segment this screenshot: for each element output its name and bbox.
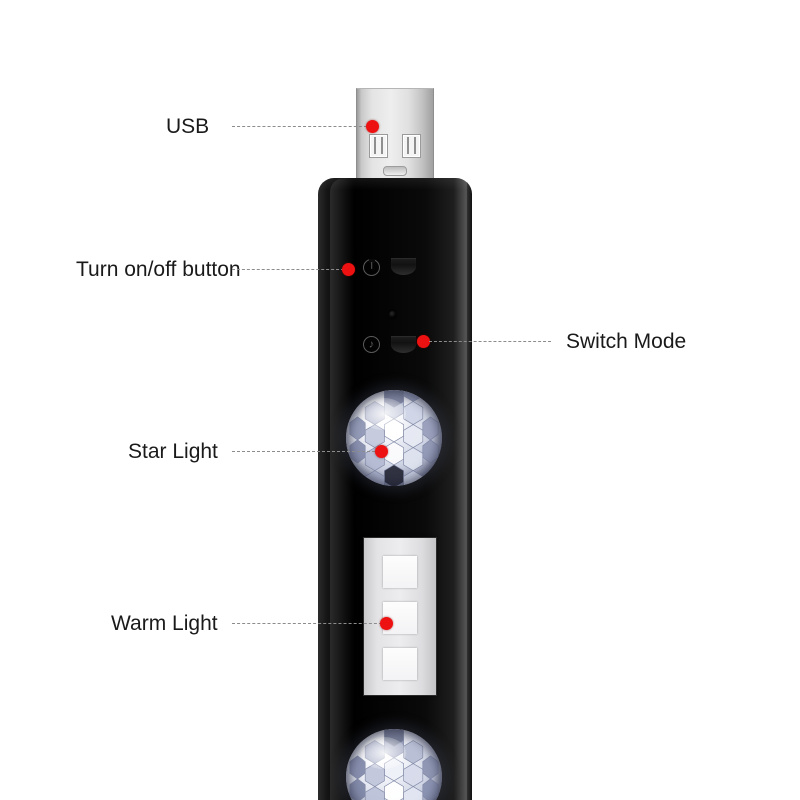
callout-label-power: Turn on/off button <box>76 258 241 281</box>
microphone-hole-icon <box>389 311 396 318</box>
device-body: ♪ <box>318 178 472 800</box>
mode-button[interactable] <box>391 336 416 353</box>
warm-light-led-3 <box>383 648 417 680</box>
callout-dot-power <box>342 263 355 276</box>
usb-metal-shell <box>356 88 434 186</box>
power-button[interactable] <box>391 258 416 275</box>
callout-label-star: Star Light <box>128 440 218 463</box>
usb-connector <box>356 88 434 186</box>
usb-notch <box>383 166 407 176</box>
callout-dot-mode <box>417 335 430 348</box>
warm-light-led-1 <box>383 556 417 588</box>
dome-facet-pattern-upper <box>349 390 439 486</box>
callout-line-power <box>232 269 344 270</box>
callout-label-warm: Warm Light <box>111 612 218 635</box>
warm-light-led-panel <box>363 537 437 696</box>
callout-dot-usb <box>366 120 379 133</box>
music-note-icon: ♪ <box>363 336 380 353</box>
power-icon-bar <box>370 261 373 269</box>
callout-line-usb <box>232 126 372 127</box>
usb-contact-slot-right <box>402 134 421 158</box>
dome-facet-pattern-lower <box>349 729 439 800</box>
callout-line-warm <box>232 623 382 624</box>
callout-line-star <box>232 451 380 452</box>
callout-dot-star <box>375 445 388 458</box>
callout-dot-warm <box>380 617 393 630</box>
device-shell <box>318 178 472 800</box>
star-light-dome-upper <box>346 390 442 486</box>
callout-line-mode <box>429 341 551 342</box>
callout-label-usb: USB <box>166 115 210 138</box>
power-icon-gap <box>368 258 375 263</box>
star-light-dome-lower <box>346 729 442 800</box>
power-icon <box>363 258 380 276</box>
callout-label-mode: Switch Mode <box>566 330 687 353</box>
usb-contact-slot-left <box>369 134 388 158</box>
music-note-glyph: ♪ <box>368 338 375 350</box>
